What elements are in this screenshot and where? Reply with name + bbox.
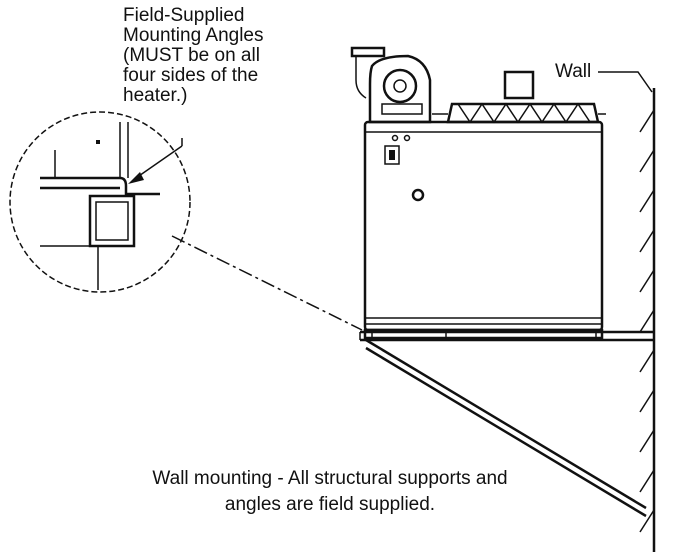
wall-leader-line — [598, 71, 653, 93]
flue-outlet — [503, 70, 535, 100]
cabinet-port-1 — [391, 134, 399, 142]
blower-assembly — [350, 46, 432, 124]
callout-line: four sides of the — [123, 65, 259, 86]
callout-line: Field-Supplied — [123, 5, 245, 26]
tube-section-inner — [95, 201, 129, 241]
gas-inlet — [411, 188, 425, 202]
wall — [639, 88, 656, 552]
callout-line: heater.) — [123, 85, 188, 106]
mounting-angle-detail — [119, 176, 160, 196]
wall-label: Wall — [555, 61, 592, 82]
blower-motor — [382, 68, 418, 104]
diagonal-brace — [365, 338, 647, 518]
callout-leader — [128, 138, 183, 184]
cabinet-port-2 — [403, 134, 411, 142]
caption-line: angles are field supplied. — [224, 494, 436, 515]
detail-reference-line — [171, 235, 363, 331]
mounting-angles-callout: Field-Supplied Mounting Angles (MUST be … — [123, 6, 323, 106]
callout-line: (MUST be on all — [123, 45, 260, 66]
wall-hatching — [639, 109, 655, 533]
mounting-shelf — [359, 330, 654, 342]
heater-cabinet — [363, 120, 604, 332]
caption-line: Wall mounting - All structural supports … — [152, 468, 508, 489]
diagram-caption: Wall mounting - All structural supports … — [90, 466, 570, 518]
callout-line: Mounting Angles — [123, 25, 264, 46]
fan-guard — [432, 70, 606, 124]
detail-circle — [9, 111, 191, 293]
control-box — [384, 145, 400, 165]
